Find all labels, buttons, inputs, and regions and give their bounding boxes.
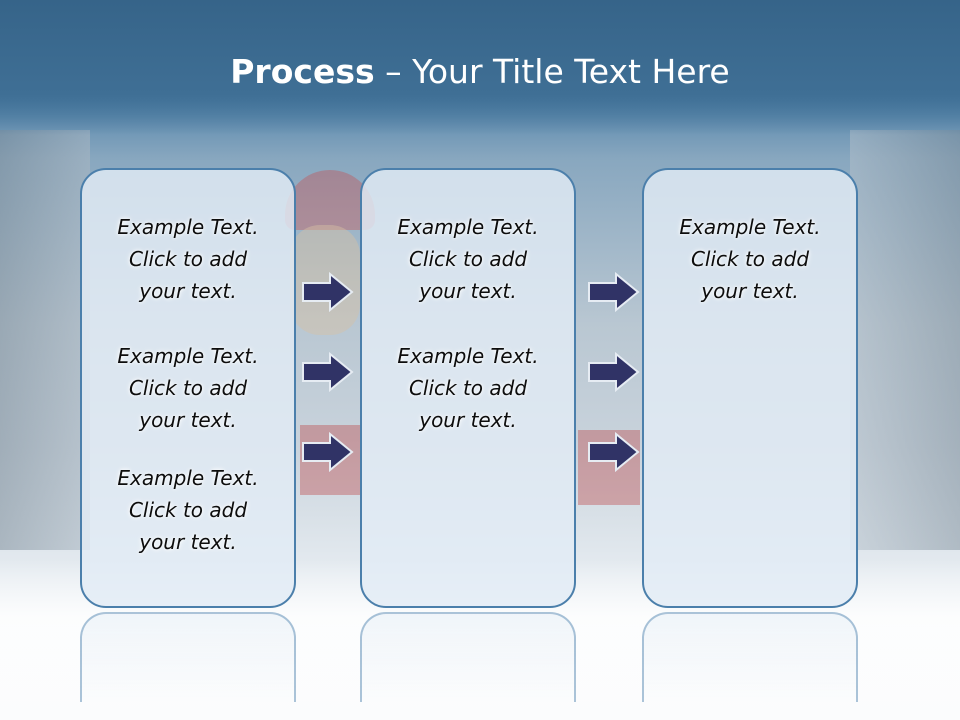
text-line: Example Text. [117,215,259,239]
text-line: Example Text. [397,344,539,368]
process-box-1[interactable] [80,168,296,608]
text-line: your text. [139,279,237,303]
background-window-left [0,130,90,550]
text-line: your text. [701,279,799,303]
right-arrow-icon [588,352,640,392]
slide-title[interactable]: Process – Your Title Text Here [0,52,960,91]
text-block[interactable]: Example Text. Click to add your text. [642,211,858,307]
right-arrow-icon [302,432,354,472]
title-rest: – Your Title Text Here [374,52,730,91]
text-line: Click to add [128,376,248,400]
text-line: your text. [419,408,517,432]
text-line: Example Text. [117,344,259,368]
text-block[interactable]: Example Text. Click to add your text. [80,211,296,307]
box-reflection-1 [80,612,296,702]
background-window-right [850,130,960,550]
text-line: Click to add [128,247,248,271]
right-arrow-icon [302,272,354,312]
text-line: Click to add [128,498,248,522]
text-line: Example Text. [397,215,539,239]
text-line: Click to add [408,376,528,400]
right-arrow-icon [588,432,640,472]
text-line: Click to add [690,247,810,271]
process-box-3[interactable] [642,168,858,608]
text-block[interactable]: Example Text. Click to add your text. [360,340,576,436]
text-line: Example Text. [117,466,259,490]
text-block[interactable]: Example Text. Click to add your text. [80,340,296,436]
text-block[interactable]: Example Text. Click to add your text. [80,462,296,558]
title-bold: Process [230,52,375,91]
box-reflection-3 [642,612,858,702]
box-reflection-2 [360,612,576,702]
process-box-2[interactable] [360,168,576,608]
text-line: Click to add [408,247,528,271]
text-block[interactable]: Example Text. Click to add your text. [360,211,576,307]
text-line: your text. [139,408,237,432]
text-line: your text. [419,279,517,303]
title-band [0,0,960,135]
text-line: your text. [139,530,237,554]
text-line: Example Text. [679,215,821,239]
background-dog [290,225,360,335]
right-arrow-icon [302,352,354,392]
right-arrow-icon [588,272,640,312]
